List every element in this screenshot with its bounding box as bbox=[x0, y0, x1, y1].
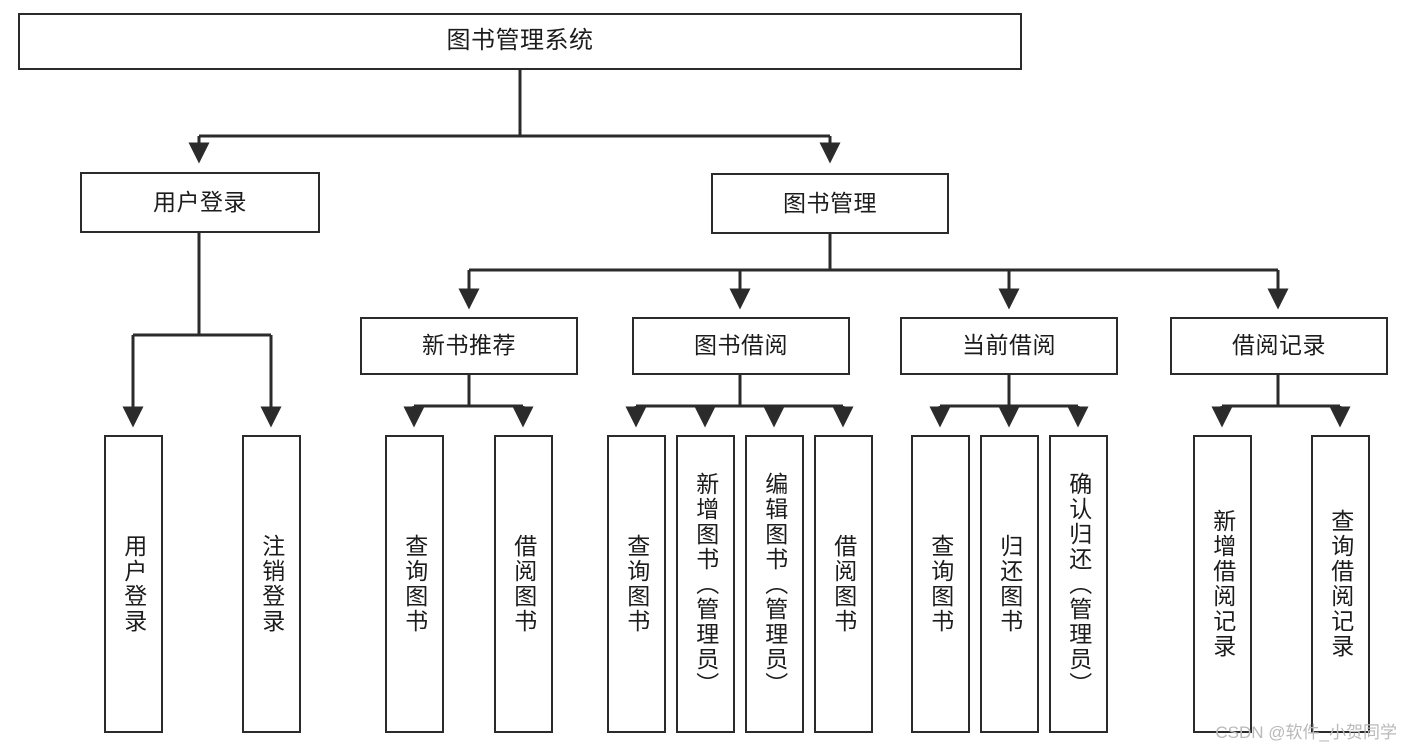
node-label: 用户登录 bbox=[153, 188, 247, 215]
node-label: 查询图书 bbox=[401, 534, 428, 634]
node-leaf-borrow-book-1[interactable]: 借阅图书 bbox=[494, 435, 553, 733]
node-leaf-user-logout[interactable]: 注销登录 bbox=[242, 435, 301, 733]
node-label: 借阅图书 bbox=[510, 534, 537, 634]
node-label: 新增借阅记录 bbox=[1209, 509, 1236, 659]
node-label: 编辑图书（管理员） bbox=[761, 471, 788, 697]
node-label: 确认归还（管理员） bbox=[1065, 471, 1092, 697]
node-label: 新书推荐 bbox=[422, 332, 516, 359]
node-label: 借阅记录 bbox=[1232, 332, 1326, 359]
node-label: 归还图书 bbox=[996, 534, 1023, 634]
node-borrow-record[interactable]: 借阅记录 bbox=[1170, 317, 1388, 375]
node-label: 查询借阅记录 bbox=[1327, 509, 1354, 659]
node-label: 图书借阅 bbox=[694, 332, 788, 359]
node-label: 注销登录 bbox=[258, 534, 285, 634]
node-label: 图书管理 bbox=[783, 189, 877, 216]
node-label: 当前借阅 bbox=[962, 332, 1056, 359]
node-leaf-edit-book[interactable]: 编辑图书（管理员） bbox=[745, 435, 804, 733]
node-new-book-recommend[interactable]: 新书推荐 bbox=[360, 317, 578, 375]
node-current-borrow[interactable]: 当前借阅 bbox=[900, 317, 1118, 375]
node-leaf-query-book-3[interactable]: 查询图书 bbox=[911, 435, 970, 733]
node-book-borrow[interactable]: 图书借阅 bbox=[632, 317, 850, 375]
node-leaf-borrow-book-2[interactable]: 借阅图书 bbox=[814, 435, 873, 733]
node-leaf-add-book[interactable]: 新增图书（管理员） bbox=[676, 435, 735, 733]
node-label: 新增图书（管理员） bbox=[692, 471, 719, 697]
node-leaf-add-record[interactable]: 新增借阅记录 bbox=[1193, 435, 1252, 733]
node-leaf-query-record[interactable]: 查询借阅记录 bbox=[1311, 435, 1370, 733]
node-root-system[interactable]: 图书管理系统 bbox=[18, 13, 1022, 70]
node-leaf-return-book[interactable]: 归还图书 bbox=[980, 435, 1039, 733]
node-label: 查询图书 bbox=[927, 534, 954, 634]
node-leaf-confirm-return[interactable]: 确认归还（管理员） bbox=[1049, 435, 1108, 733]
node-label: 查询图书 bbox=[623, 534, 650, 634]
node-label: 借阅图书 bbox=[830, 534, 857, 634]
node-label: 用户登录 bbox=[120, 534, 147, 634]
node-label: 图书管理系统 bbox=[446, 27, 594, 55]
node-leaf-query-book-2[interactable]: 查询图书 bbox=[607, 435, 666, 733]
watermark-text: CSDN @软件_小贺同学 bbox=[1215, 723, 1397, 742]
node-book-management[interactable]: 图书管理 bbox=[711, 173, 949, 234]
node-leaf-user-login[interactable]: 用户登录 bbox=[104, 435, 163, 733]
node-leaf-query-book-1[interactable]: 查询图书 bbox=[385, 435, 444, 733]
node-user-login[interactable]: 用户登录 bbox=[80, 172, 320, 233]
